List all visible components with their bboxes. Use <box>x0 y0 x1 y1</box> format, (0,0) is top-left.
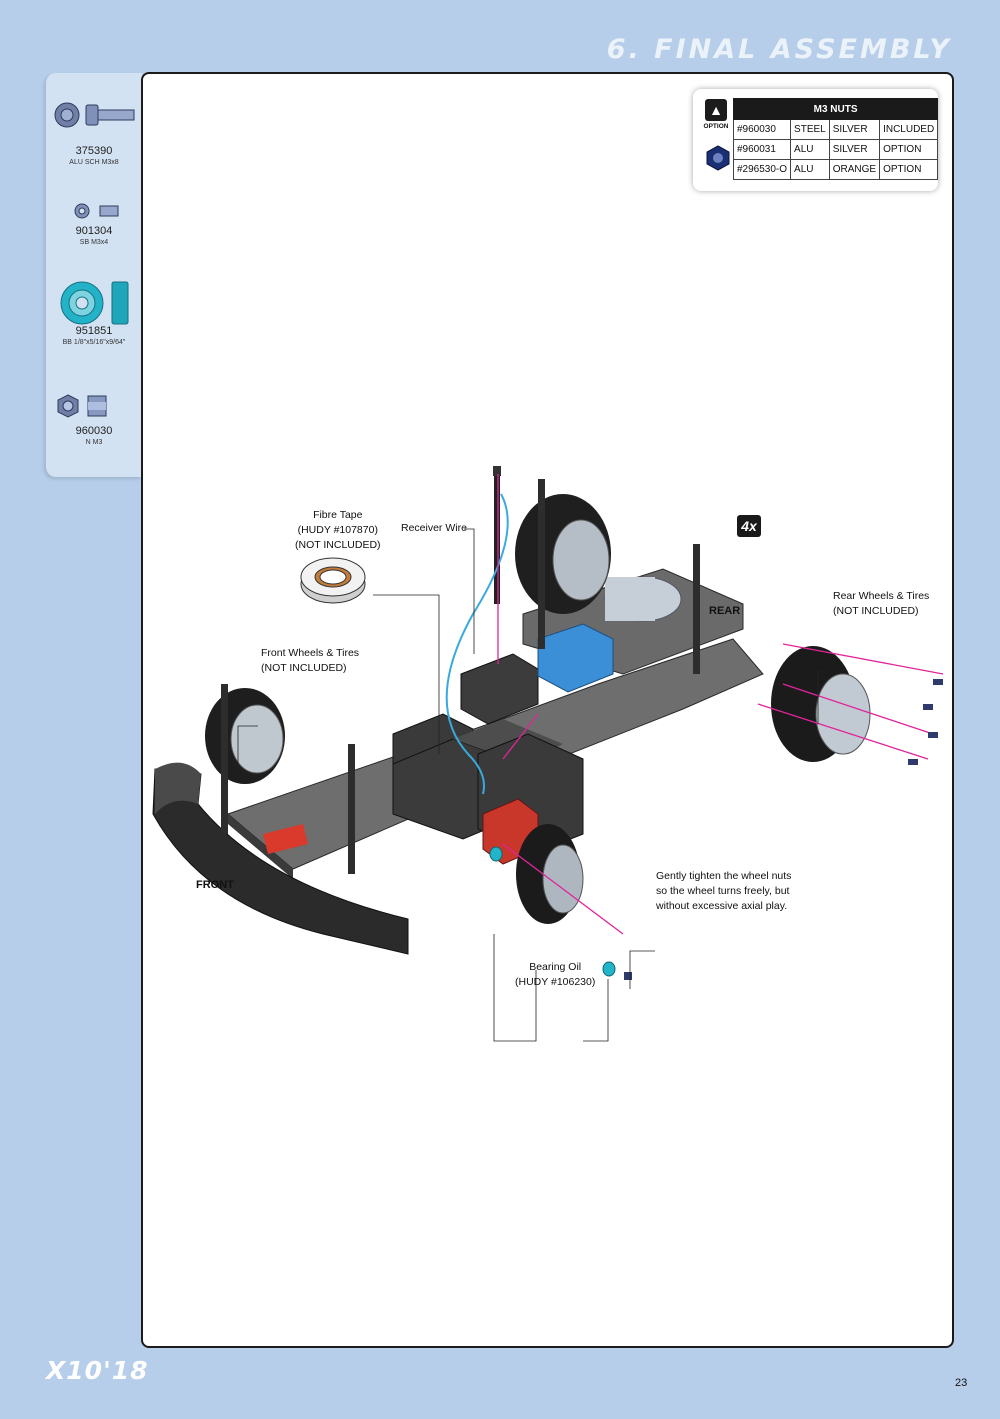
parts-panel: 375390 ALU SCH M3x8 901304 SB M3x4 95185… <box>46 73 142 477</box>
table-row: #960031 ALU SILVER OPTION <box>732 139 939 160</box>
table-cell: STEEL <box>790 119 830 140</box>
rear-label: REAR <box>709 605 741 617</box>
part-desc: ALU SCH M3x8 <box>69 159 119 166</box>
part-washer: 901304 SB M3x4 <box>46 203 142 247</box>
callout-line: so the wheel turns freely, but <box>656 885 790 897</box>
callout-line: (HUDY #107870) <box>297 524 378 536</box>
quantity-badge: 4x <box>737 515 761 537</box>
washer-icon <box>74 203 119 219</box>
part-code: 960030 <box>75 425 113 437</box>
table-cell: ALU <box>790 139 830 160</box>
callout-line: Rear Wheels & Tires <box>833 590 930 602</box>
callout-line: without excessive axial play. <box>656 900 788 912</box>
table-cell: #960031 <box>732 139 792 160</box>
table-cell: ALU <box>790 159 830 180</box>
callout-line: Gently tighten the wheel nuts <box>656 870 792 882</box>
main-frame: ▲ OPTION M3 NUTS #960030 STEEL SILVER IN… <box>141 72 954 1348</box>
table-row: #296530-O ALU ORANGE OPTION <box>732 159 939 180</box>
table-cell: SILVER <box>828 119 881 140</box>
callout-line: Bearing Oil <box>529 961 582 973</box>
page-number: 23 <box>955 1377 968 1389</box>
part-bearing: 951851 BB 1/8"x5/16"x9/64" <box>46 281 142 347</box>
table-cell: OPTION <box>879 159 939 180</box>
thumbs-up-icon: ▲ <box>705 99 727 121</box>
table-row: #960030 STEEL SILVER INCLUDED <box>732 119 939 140</box>
table-cell: #960030 <box>732 119 792 140</box>
table-cell: INCLUDED <box>879 119 939 140</box>
rear-wheels-callout: Rear Wheels & Tires (NOT INCLUDED) <box>833 589 929 619</box>
blue-nut-icon <box>706 145 730 171</box>
bearing-oil-callout: Bearing Oil (HUDY #106230) <box>515 960 595 990</box>
part-code: 951851 <box>75 325 113 337</box>
part-screw: 375390 ALU SCH M3x8 <box>46 101 142 167</box>
option-table-title: M3 NUTS <box>732 98 939 120</box>
part-code: 375390 <box>75 145 113 157</box>
part-desc: BB 1/8"x5/16"x9/64" <box>62 339 126 346</box>
callout-line: Fibre Tape <box>313 509 363 521</box>
table-cell: SILVER <box>828 139 881 160</box>
front-wheels-callout: Front Wheels & Tires (NOT INCLUDED) <box>261 646 359 676</box>
front-label: FRONT <box>196 879 234 891</box>
callout-line: (HUDY #106230) <box>515 976 596 988</box>
table-cell: #296530-O <box>732 159 792 180</box>
part-code: 901304 <box>75 225 113 237</box>
callout-line: (NOT INCLUDED) <box>261 662 347 674</box>
table-cell: OPTION <box>879 139 939 160</box>
bearing-icon <box>60 281 129 325</box>
receiver-wire-callout: Receiver Wire <box>401 522 467 534</box>
section-title: 6. FINAL ASSEMBLY <box>606 34 952 65</box>
screw-icon <box>54 102 135 128</box>
option-badge-label: OPTION <box>703 123 729 130</box>
wheel-nuts-note: Gently tighten the wheel nuts so the whe… <box>656 869 791 914</box>
callout-line: (NOT INCLUDED) <box>295 539 381 551</box>
part-desc: SB M3x4 <box>79 239 109 246</box>
brand-logo: X10'18 <box>46 1356 149 1385</box>
option-box: ▲ OPTION M3 NUTS #960030 STEEL SILVER IN… <box>693 89 939 191</box>
assembly-diagram <box>152 466 944 1042</box>
part-desc: N M3 <box>85 439 103 446</box>
fibre-tape-callout: Fibre Tape (HUDY #107870) (NOT INCLUDED) <box>295 508 381 553</box>
nut-icon <box>57 394 107 418</box>
part-nut: 960030 N M3 <box>46 393 142 447</box>
option-badge: ▲ OPTION <box>701 99 731 130</box>
callout-line: Front Wheels & Tires <box>261 647 360 659</box>
table-cell: ORANGE <box>828 159 881 180</box>
callout-line: (NOT INCLUDED) <box>833 605 919 617</box>
option-table: M3 NUTS #960030 STEEL SILVER INCLUDED #9… <box>732 98 939 180</box>
